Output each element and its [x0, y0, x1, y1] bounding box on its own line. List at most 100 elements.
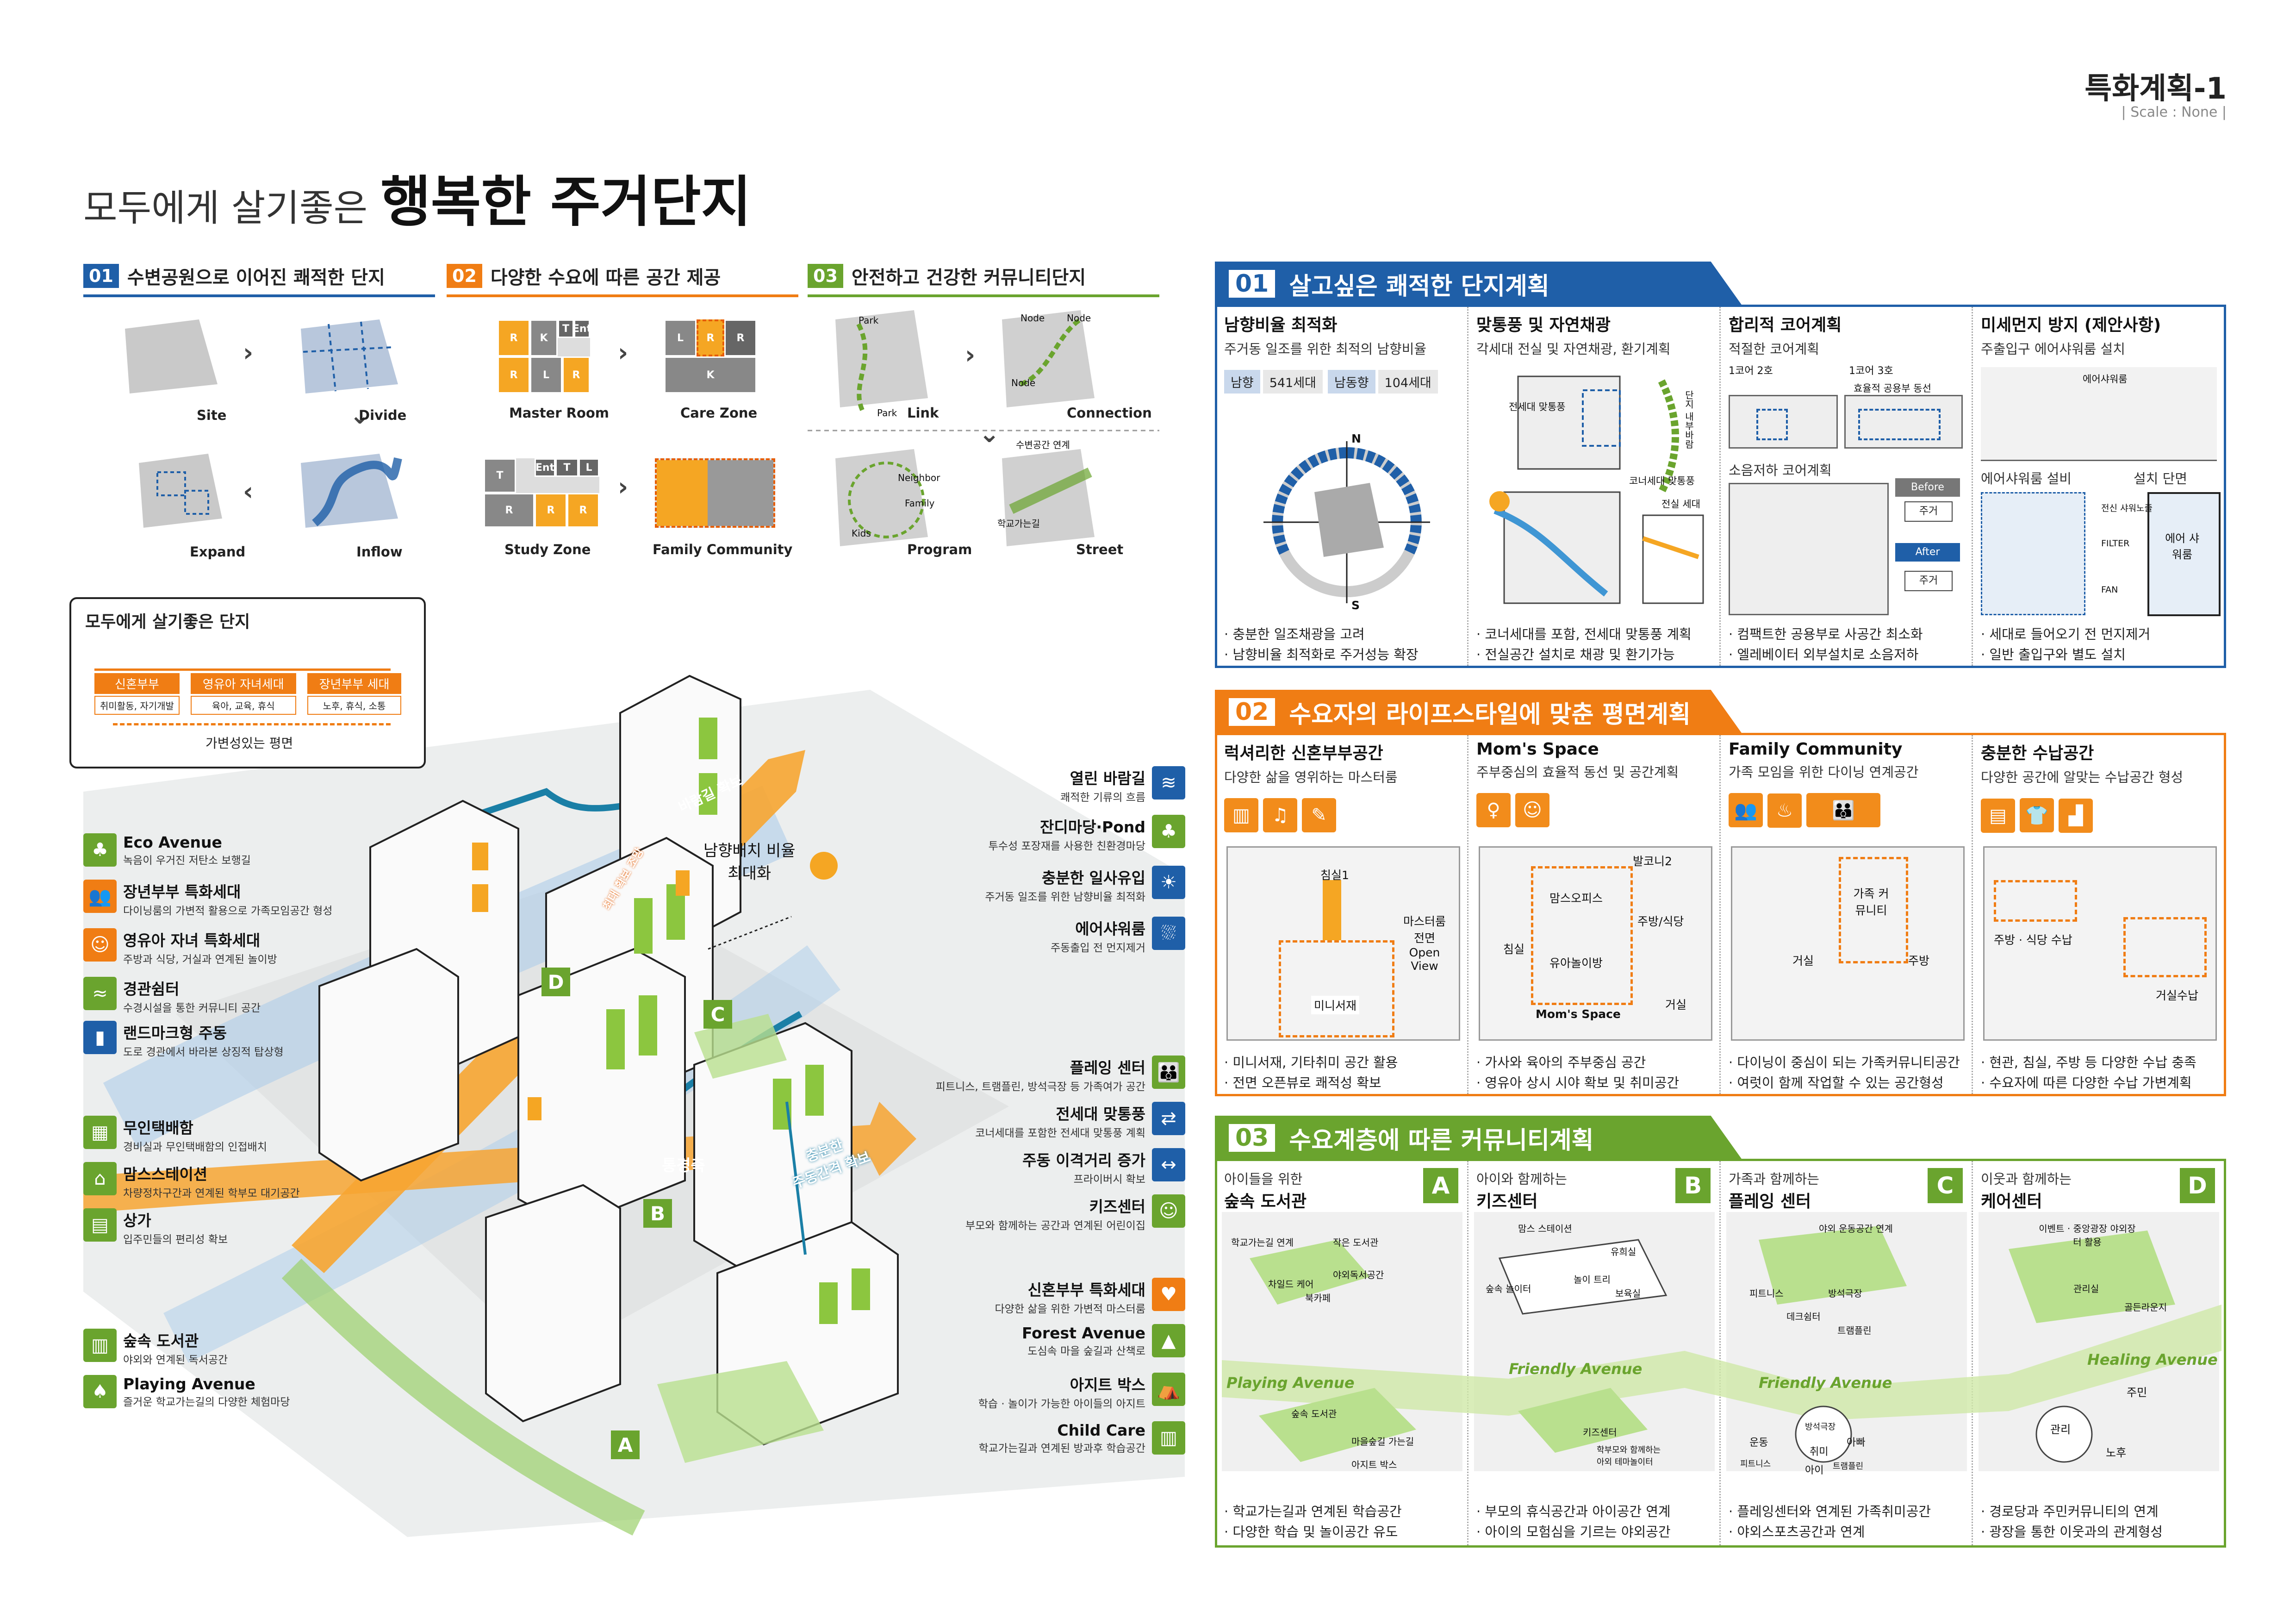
moms-highlight [1531, 866, 1633, 1005]
bullet: · 충분한 일조채광을 고려 [1224, 626, 1365, 642]
divider [1719, 1161, 1721, 1545]
core-marker [1858, 409, 1941, 440]
family-tag: Family [905, 498, 935, 509]
shop-icon: ▤ [83, 1208, 117, 1242]
bullet: · 세대로 들어오기 전 먼지제거 [1981, 626, 2151, 642]
fig-label: 숲속 도서관 [1291, 1408, 1337, 1419]
ventilation-icon: ⇄ [1152, 1102, 1185, 1135]
arrow-down-icon: ⌄ [979, 419, 1000, 448]
col-pre: 이웃과 함께하는 [1981, 1171, 2072, 1187]
sec1-title: 살고싶은 쾌적한 단지계획 [1289, 272, 1549, 300]
avenue-label: Healing Avenue [2087, 1351, 2218, 1368]
sec3-col2-bullets: · 부모의 휴식공간과 아이공간 연계 · 아이의 모험심을 기르는 야외공간 [1476, 1501, 1671, 1542]
sec2-col-storage: 충분한 수납공간 다양한 공간에 알맞는 수납공간 형성 ▤👕▟ [1981, 740, 2183, 833]
sec2-col-moms: Mom's Space 주부중심의 효율적 동선 및 공간계획 ♀☺ [1476, 740, 1679, 827]
zone-b-badge: B [1675, 1168, 1711, 1203]
col-pre: 아이와 함께하는 [1476, 1171, 1567, 1187]
sec3-col-library: 아이들을 위한 숲속 도서관 [1224, 1166, 1307, 1212]
bullet: · 아이의 모험심을 기르는 야외공간 [1476, 1524, 1671, 1540]
step-divide: Divide [359, 407, 407, 423]
bullet: · 부모의 휴식공간과 아이공간 연계 [1476, 1504, 1671, 1519]
fig-label: 주거 [1904, 501, 1953, 522]
life-stage: 신혼부부 취미활동, 자기개발 [94, 673, 180, 715]
node-tag-3: Node [1011, 377, 1036, 388]
bullet: · 코너세대를 포함, 전세대 맞통풍 계획 [1476, 626, 1692, 642]
col-title: Mom's Space [1476, 740, 1599, 759]
compass-s: S [1351, 599, 1360, 612]
people-icon: 👥 [1729, 793, 1763, 827]
label-desc: 다이닝룸의 가변적 활용으로 가족모임공간 형성 [123, 905, 333, 917]
bullet: · 학교가는길과 연계된 학습공간 [1224, 1504, 1402, 1519]
headline-small: 모두에게 살기좋은 [83, 187, 368, 230]
concept-02-header: 02 다양한 수요에 따른 공간 제공 [447, 257, 798, 297]
plan-room: Ent [572, 319, 591, 338]
col-title: 숲속 도서관 [1224, 1192, 1307, 1211]
label-title: 키즈센터 [1089, 1198, 1145, 1216]
sec1-col1-bullets: · 충분한 일조채광을 고려 · 남향비율 최적화로 주거성능 확장 [1224, 624, 1419, 665]
play-icon: ♠ [83, 1375, 117, 1408]
step-inflow: Inflow [356, 544, 403, 560]
fig-label: 주거 [1904, 571, 1953, 591]
bullet: · 전면 오픈뷰로 쾌적성 확보 [1224, 1075, 1381, 1091]
fig-label: 마스터룸 전면 Open View [1403, 915, 1446, 973]
plan-room: T [555, 458, 579, 477]
tag: 남향 [1224, 370, 1260, 394]
air-shower-icon: ⛆ [1152, 917, 1185, 950]
label-desc: 다양한 삶을 위한 가변적 마스터룸 [995, 1303, 1145, 1315]
sec1-col-core: 합리적 코어계획 적절한 코어계획 [1729, 312, 1842, 358]
step-master-room: Master Room [509, 405, 610, 421]
arrow-right-icon: › [618, 472, 628, 501]
fig-label: 거실 [1792, 954, 1814, 968]
master-room-highlight [1279, 940, 1394, 1037]
life-box-footer: 가변성있는 평면 [205, 736, 293, 751]
tent-icon: ⛺ [1152, 1373, 1185, 1406]
col-title: 미세먼지 방지 (제안사항) [1981, 316, 2161, 335]
label-desc: 입주민들의 편리성 확보 [123, 1234, 228, 1246]
bullet: · 전실공간 설치로 채광 및 환기가능 [1476, 647, 1675, 662]
label-title: 숲속 도서관 [123, 1332, 199, 1350]
label-title: 영유아 자녀 특화세대 [123, 931, 261, 949]
compass-diagram [1263, 441, 1430, 603]
plan-room: K [664, 356, 757, 394]
avenue-label: Friendly Avenue [1509, 1360, 1643, 1378]
fig-label: 에어샤워룸 설비 [1981, 471, 2072, 487]
step-street: Street [1076, 542, 1124, 557]
fig-label: 학교가는길 연계 [1231, 1237, 1294, 1248]
sec1-col2-bullets: · 코너세대를 포함, 전세대 맞통풍 계획 · 전실공간 설치로 채광 및 환… [1476, 624, 1692, 665]
col-sub: 주출입구 에어샤워룸 설치 [1981, 341, 2125, 357]
zone-d-marker: D [541, 968, 570, 996]
life-stage: 장년부부 세대 노후, 휴식, 소통 [307, 673, 402, 715]
fig-label: 트램플린 [1837, 1325, 1872, 1336]
fig-label: 발코니2 [1633, 855, 1672, 868]
sec1-col-ventilation: 맞통풍 및 자연채광 각세대 전실 및 자연채광, 환기계획 [1476, 312, 1671, 358]
life-cycle-box: 모두에게 살기좋은 단지 신혼부부 취미활동, 자기개발 영유아 자녀세대 육아… [69, 597, 426, 768]
bullet: · 경로당과 주민커뮤니티의 연계 [1981, 1504, 2159, 1519]
fig-label: 아지트 박스 [1351, 1459, 1397, 1470]
fig-label: 이벤트 · 중앙광장 야외장터 활용 [2039, 1223, 2136, 1248]
label-title: 잔디마당·Pond [1040, 818, 1145, 836]
life-stages: 신혼부부 취미활동, 자기개발 영유아 자녀세대 육아, 교육, 휴식 장년부부… [94, 673, 402, 715]
sec2-col-family: Family Community 가족 모임을 위한 다이닝 연계공간 👥♨👪 [1729, 740, 1918, 828]
kids-icon: ☺ [1152, 1194, 1185, 1228]
sec2-col4-bullets: · 현관, 침실, 주방 등 다양한 수납 충족 · 수요자에 따른 다양한 수… [1981, 1052, 2196, 1093]
label-title: 열린 바람길 [1070, 769, 1145, 787]
col-sub: 주거동 일조를 위한 최적의 남향비율 [1224, 341, 1427, 357]
concept-03-diagram: Park Park Node Node Node 수변공간 연계 Neighbo… [808, 306, 1159, 583]
fig-label: 효율적 공용부 동선 [1854, 383, 1931, 394]
arrow-right-icon: › [243, 338, 254, 367]
fig-label: 유희실 [1611, 1246, 1636, 1257]
arrow-down-icon: ⌄ [349, 400, 371, 430]
label-title: 전세대 맞통풍 [1056, 1105, 1145, 1123]
col-sub: 각세대 전실 및 자연채광, 환기계획 [1476, 341, 1671, 357]
park-tag: Park [859, 315, 879, 326]
bullet: · 일반 출입구와 별도 설치 [1981, 647, 2126, 662]
fig-label: 북카페 [1305, 1293, 1331, 1304]
label-desc: 학교가는길과 연계된 방과후 학습공간 [978, 1443, 1146, 1455]
